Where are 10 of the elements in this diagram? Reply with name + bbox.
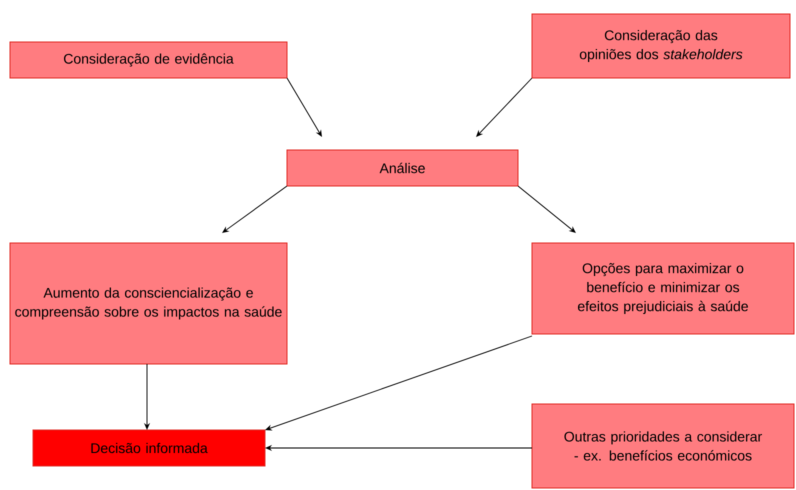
process-box: Decisão informada — [32, 430, 266, 466]
arrow — [222, 186, 288, 233]
process-box: Opções para maximizar o benefício e minimizar os efeitos prejudiciais à saúde — [532, 242, 794, 334]
arrow — [476, 78, 532, 137]
arrow — [518, 186, 576, 233]
process-box: Análise — [286, 150, 518, 186]
process-box: Consideração das opiniões dos stakeholders — [532, 14, 790, 78]
process-box: Outras prioridades a considerar - ex. benefícios económicos — [532, 404, 794, 488]
process-box: Aumento da consciencialização e compreensão sobre os impactos na saúde — [10, 242, 288, 364]
process-box: Consideração de evidência — [10, 42, 288, 78]
